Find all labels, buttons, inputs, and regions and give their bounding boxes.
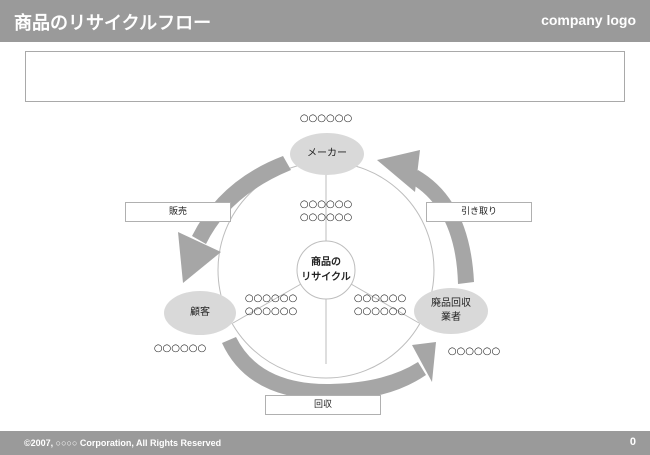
customer-node: 顧客 [164,291,236,335]
company-logo: company logo [541,12,636,28]
recycler-caption: ○○○○○○ [447,346,501,357]
segment-top-text: ○○○○○○ ○○○○○○ [299,199,353,223]
footer-bar: ©2007, ○○○○ Corporation, All Rights Rese… [0,431,650,455]
page-number: 0 [629,436,636,448]
maker-caption: ○○○○○○ [299,113,353,124]
take-back-label: 引き取り [426,202,532,222]
collection-arrow [222,337,436,401]
description-text-box[interactable] [25,51,625,102]
customer-caption: ○○○○○○ [153,343,207,354]
segment-right-text: ○○○○○○ ○○○○○○ [353,293,407,317]
copyright-text: ©2007, ○○○○ Corporation, All Rights Rese… [24,438,222,448]
divider-right-2 [350,283,420,324]
segment-left-text: ○○○○○○ ○○○○○○ [244,293,298,317]
divider-left [232,283,302,324]
sales-label: 販売 [125,202,231,222]
recycler-node: 廃品回収 業者 [414,288,488,334]
take-back-arrow [377,150,474,284]
sales-arrow [178,156,291,283]
maker-node: メーカー [290,133,364,175]
maker-label: メーカー [307,148,347,159]
center-label: 商品の リサイクル [301,257,351,283]
page-title: 商品のリサイクルフロー [14,13,212,34]
header-bar: 商品のリサイクルフロー company logo [0,0,650,42]
recycler-label: 廃品回収 業者 [431,298,471,323]
customer-label: 顧客 [190,307,210,318]
collection-label: 回収 [265,395,381,415]
